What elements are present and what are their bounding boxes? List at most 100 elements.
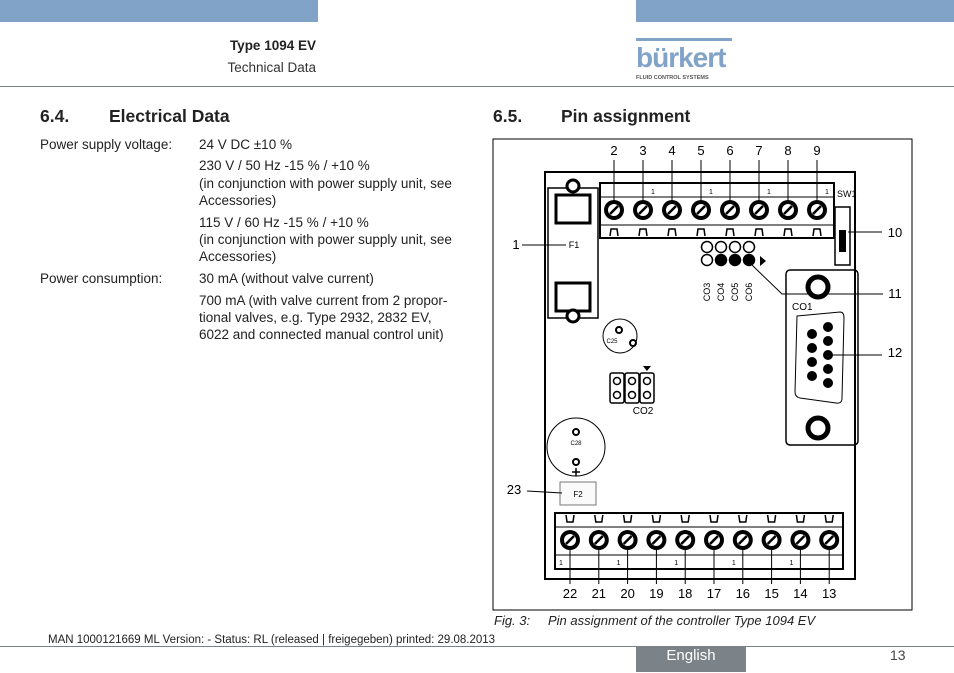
sub-d-pin	[823, 336, 833, 346]
section-number-6-4: 6.4.	[40, 106, 70, 126]
terminal-clamp	[725, 228, 735, 237]
header-pin	[714, 240, 728, 254]
capacitor-c25	[602, 318, 638, 354]
header-pin	[642, 376, 652, 386]
capacitor-c28	[546, 417, 606, 477]
label-1: 1	[512, 237, 519, 252]
sub-d-pin	[823, 378, 833, 388]
capacitor-c25-mark: C25	[606, 339, 618, 345]
pin-label-top: 4	[668, 143, 675, 158]
pin-1-mark: 1	[651, 189, 655, 196]
header-co2-column	[624, 372, 640, 404]
mounting-hole	[805, 274, 831, 300]
top-terminal-screw-slot-line	[812, 205, 822, 215]
terminal-clamp	[812, 228, 822, 237]
header-co5-mark: CO5	[730, 283, 740, 302]
capacitor-lead	[615, 326, 623, 334]
pin-1-arrow-icon	[760, 256, 766, 266]
fuse-f2-mark: F2	[573, 490, 583, 499]
footer-divider	[0, 646, 954, 647]
power-consumption-label: Power consumption:	[40, 271, 163, 286]
terminal-clamp	[709, 514, 719, 523]
header-co6-mark: CO6	[744, 283, 754, 302]
terminal-clamp	[667, 228, 677, 237]
terminal-clamp	[824, 514, 834, 523]
pin-label-top: 3	[639, 143, 646, 158]
header-pin	[728, 240, 742, 254]
header-pin	[627, 376, 637, 386]
fuse-f1-mark: F1	[569, 240, 580, 250]
supply-value: (in conjunction with power supply unit, …	[199, 176, 452, 191]
header-pin	[700, 240, 714, 254]
header-pin	[627, 390, 637, 400]
top-terminal-screw-slot-line	[609, 205, 619, 215]
pin-1-arrow-icon	[643, 366, 651, 371]
page-number: 13	[890, 647, 906, 663]
top-terminal-screw-slot-line	[725, 205, 735, 215]
leader-line-11	[751, 264, 883, 295]
fuse-cap	[554, 193, 592, 225]
pin-label-top: 2	[610, 143, 617, 158]
header-divider	[0, 86, 954, 87]
bottom-terminal-block	[554, 512, 844, 570]
pin-1-mark: 1	[617, 560, 621, 567]
terminal-clamp	[565, 514, 575, 523]
terminal-clamp	[795, 514, 806, 523]
consumption-value: tional valves, e.g. Type 2932, 2832 EV,	[199, 310, 432, 325]
consumption-value: 6022 and connected manual control unit)	[199, 327, 444, 342]
terminal-clamp	[754, 228, 764, 237]
sub-d-pin	[807, 357, 817, 367]
section-title-electrical: Electrical Data	[109, 106, 230, 126]
capacitor-lead	[629, 339, 637, 347]
header-co2-column	[639, 372, 655, 404]
pin-1-mark: 1	[825, 189, 829, 196]
terminal-clamp	[766, 514, 777, 523]
bottom-terminal-screw-slot-line	[824, 535, 835, 545]
pin-label-top: 7	[755, 143, 762, 158]
power-supply-label: Power supply voltage:	[40, 137, 173, 152]
pin-label-top: 8	[784, 143, 791, 158]
consumption-value: 700 mA (with valve current from 2 propor…	[199, 293, 448, 308]
bottom-terminal-screw-slot-line	[737, 535, 748, 545]
document-info: MAN 1000121669 ML Version: - Status: RL …	[48, 634, 496, 646]
top-terminal-screw-slot-line	[783, 205, 793, 215]
terminal-clamp	[638, 228, 648, 237]
terminal-clamp	[651, 514, 662, 523]
pin-1-mark: 1	[732, 560, 736, 567]
fuse-cap	[554, 281, 592, 313]
pin-1-mark: 1	[767, 189, 771, 196]
pin-label-top: 9	[813, 143, 820, 158]
header-co3-mark: CO3	[702, 283, 712, 302]
pin-1-mark: 1	[674, 560, 678, 567]
pin-1-mark: 1	[789, 560, 793, 567]
sub-d-pin	[823, 364, 833, 374]
label-23: 23	[507, 482, 521, 497]
bottom-terminal-screw-slot-line	[766, 535, 777, 545]
header-pin	[612, 376, 622, 386]
header-pin	[612, 390, 622, 400]
consumption-value: 30 mA (without valve current)	[199, 271, 374, 286]
top-terminal-block	[599, 182, 835, 239]
header-pin	[700, 253, 714, 267]
supply-value: Accessories)	[199, 249, 277, 264]
section-title-pins: Pin assignment	[561, 106, 691, 126]
terminal-clamp	[696, 228, 706, 237]
connector-co1-mark: CO1	[792, 302, 813, 313]
top-terminal-screw-slot-line	[754, 205, 764, 215]
top-terminal-screw-slot-line	[696, 205, 706, 215]
leader-line-23	[526, 490, 563, 494]
header-pin	[728, 253, 742, 267]
switch-sw1-mark: SW1	[837, 189, 857, 199]
bottom-terminal-screw-slot-line	[709, 535, 719, 545]
supply-value: 24 V DC ±10 %	[199, 137, 292, 152]
pin-label-bottom: 20	[620, 586, 634, 601]
header-co4-mark: CO4	[716, 283, 726, 302]
bottom-terminal-screw-slot-line	[795, 535, 806, 545]
sub-d-pin	[807, 343, 817, 353]
supply-value: (in conjunction with power supply unit, …	[199, 232, 452, 247]
sub-d-pin	[823, 350, 833, 360]
pin-label-bottom: 19	[649, 586, 663, 601]
header-pin	[714, 253, 728, 267]
capacitor-lead	[572, 458, 580, 466]
